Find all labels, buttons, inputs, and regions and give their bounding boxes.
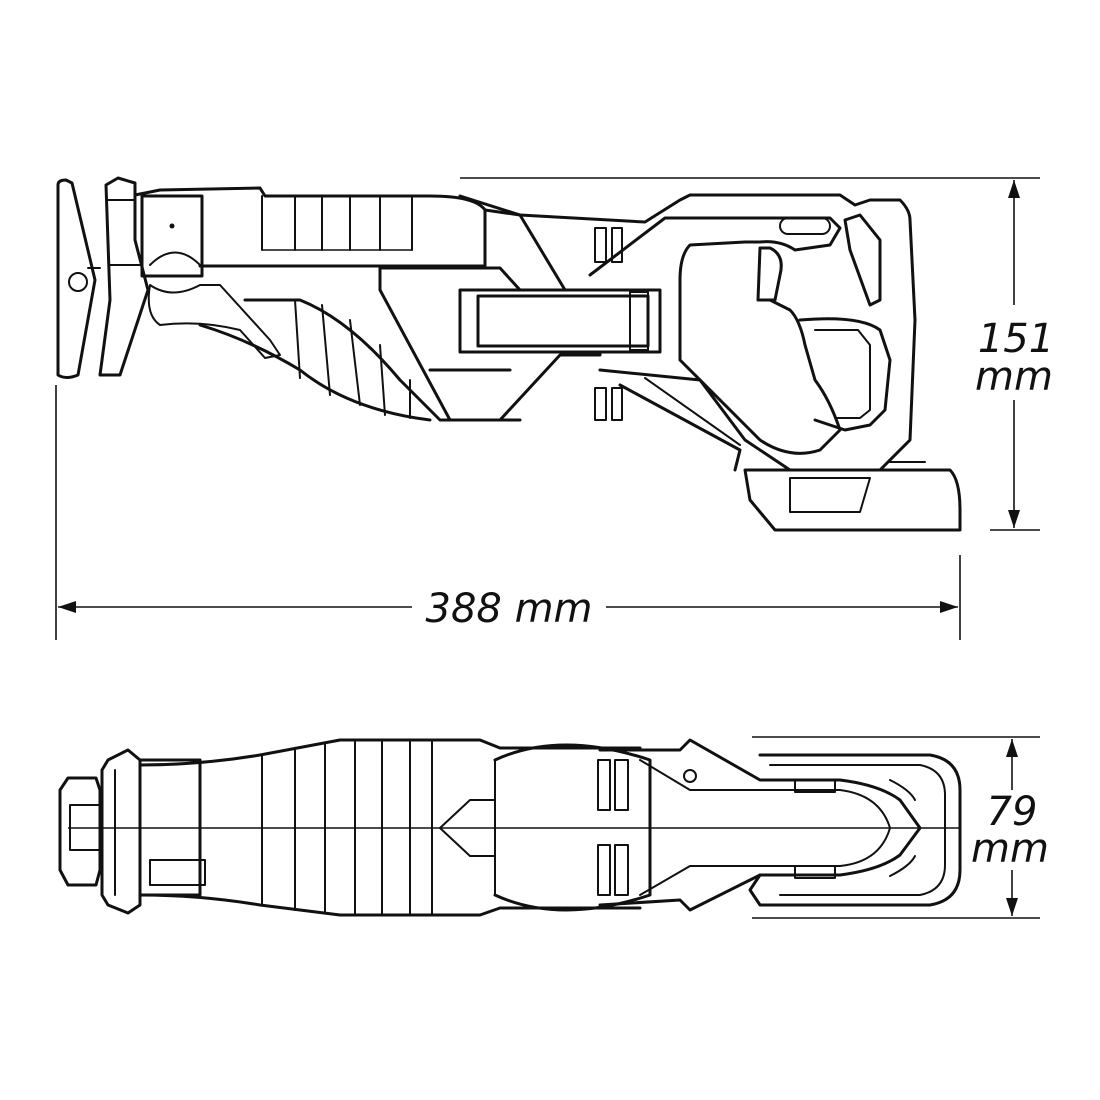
width-dimension-value: 79 (987, 789, 1038, 835)
top-view (58, 738, 962, 917)
width-dimension-unit: mm (971, 826, 1049, 872)
height-dimension-unit: mm (975, 354, 1053, 400)
side-view (56, 176, 962, 532)
length-dimension-label: 388 mm (426, 586, 593, 632)
dimension-height: 151 mm (460, 177, 1054, 531)
dimension-length: 388 mm (55, 385, 961, 640)
dimension-width: 79 mm (752, 736, 1049, 919)
height-dimension-value: 151 (978, 316, 1054, 362)
